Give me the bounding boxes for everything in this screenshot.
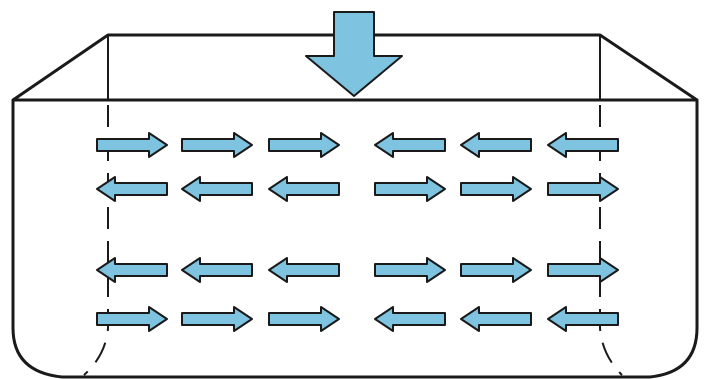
flow-arrows	[96, 132, 619, 332]
left-arrow-icon	[460, 132, 532, 158]
left-arrow-icon	[374, 132, 446, 158]
left-arrow-icon	[96, 176, 168, 202]
right-arrow-icon	[547, 176, 619, 202]
right-arrow-icon	[268, 132, 340, 158]
left-arrow-icon	[547, 306, 619, 332]
left-arrow-icon	[181, 176, 253, 202]
right-arrow-icon	[96, 132, 168, 158]
left-arrow-icon	[268, 176, 340, 202]
right-arrow-icon	[96, 306, 168, 332]
left-arrow-icon	[181, 257, 253, 283]
right-arrow-icon	[181, 132, 253, 158]
container-front-face	[11, 98, 699, 379]
inner-right-dashed-edge	[599, 105, 623, 376]
right-arrow-icon	[268, 306, 340, 332]
right-arrow-icon	[460, 257, 532, 283]
left-arrow-icon	[374, 306, 446, 332]
left-arrow-icon	[96, 257, 168, 283]
right-arrow-icon	[181, 306, 253, 332]
right-arrow-icon	[374, 257, 446, 283]
left-arrow-icon	[268, 257, 340, 283]
right-arrow-icon	[460, 176, 532, 202]
left-arrow-icon	[460, 306, 532, 332]
right-arrow-icon	[547, 257, 619, 283]
inner-left-dashed-edge	[83, 105, 109, 376]
left-arrow-icon	[547, 132, 619, 158]
down-arrow-icon	[305, 11, 403, 97]
right-arrow-icon	[374, 176, 446, 202]
